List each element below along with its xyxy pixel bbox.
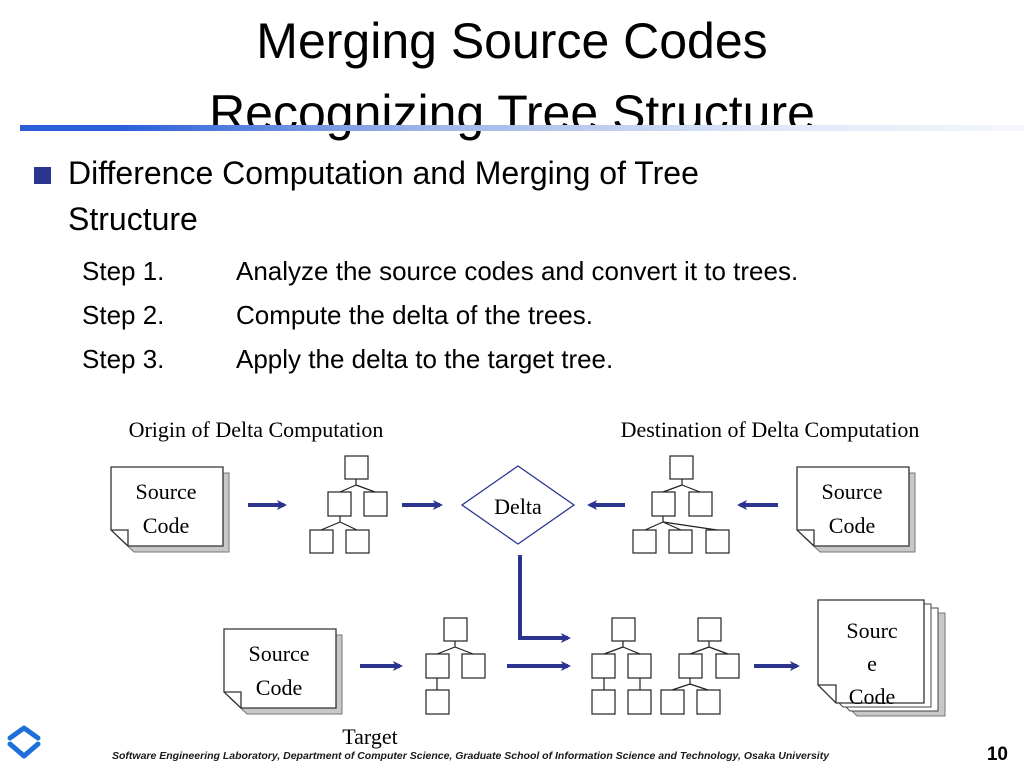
step-3-text: Apply the delta to the target tree. xyxy=(236,344,614,374)
source-code-doc-origin: Source Code xyxy=(110,466,230,553)
bullet-text-line-2: Structure xyxy=(68,201,198,237)
step-3-label: Step 3. xyxy=(82,344,165,374)
source-code-text-line-2: Code xyxy=(256,675,302,700)
merged-doc-text-line-2: e xyxy=(867,651,877,676)
merged-source-code-doc: Sourc e Code xyxy=(817,599,946,717)
source-code-text-line-1: Source xyxy=(135,479,196,504)
tree-applying xyxy=(591,617,652,715)
target-label: Target xyxy=(342,724,397,749)
bullet-text-line-1: Difference Computation and Merging of Tr… xyxy=(68,155,699,191)
delta-diamond: Delta xyxy=(460,465,576,545)
step-1-text: Analyze the source codes and convert it … xyxy=(236,256,799,286)
title-line-1: Merging Source Codes xyxy=(256,13,768,69)
bullet-square-icon xyxy=(34,167,51,184)
page-number: 10 xyxy=(986,744,1008,765)
source-code-text-line-2: Code xyxy=(143,513,189,538)
title-line-2: Recognizing Tree Structure xyxy=(209,85,815,141)
source-code-text-line-1: Source xyxy=(248,641,309,666)
tree-origin xyxy=(309,455,388,554)
merged-doc-text-line-1: Sourc xyxy=(846,618,898,643)
footer-text: Software Engineering Laboratory, Departm… xyxy=(112,750,830,762)
merged-doc-text-line-3: Code xyxy=(849,684,895,709)
title-underline xyxy=(20,125,1024,131)
source-code-doc-target: Source Code xyxy=(223,628,343,715)
step-2-text: Compute the delta of the trees. xyxy=(236,300,593,330)
source-code-doc-destination: Source Code xyxy=(796,466,916,553)
delta-label: Delta xyxy=(494,494,542,519)
step-2-label: Step 2. xyxy=(82,300,165,330)
flow-arrows xyxy=(248,500,800,671)
source-code-text-line-1: Source xyxy=(821,479,882,504)
origin-label: Origin of Delta Computation xyxy=(129,417,384,442)
destination-label: Destination of Delta Computation xyxy=(621,417,920,442)
source-code-text-line-2: Code xyxy=(829,513,875,538)
step-1-label: Step 1. xyxy=(82,256,165,286)
university-logo-icon xyxy=(4,722,44,767)
tree-merged xyxy=(660,617,740,715)
tree-destination xyxy=(632,455,730,554)
arrow-delta-to-apply xyxy=(518,555,571,643)
tree-target xyxy=(425,617,486,715)
